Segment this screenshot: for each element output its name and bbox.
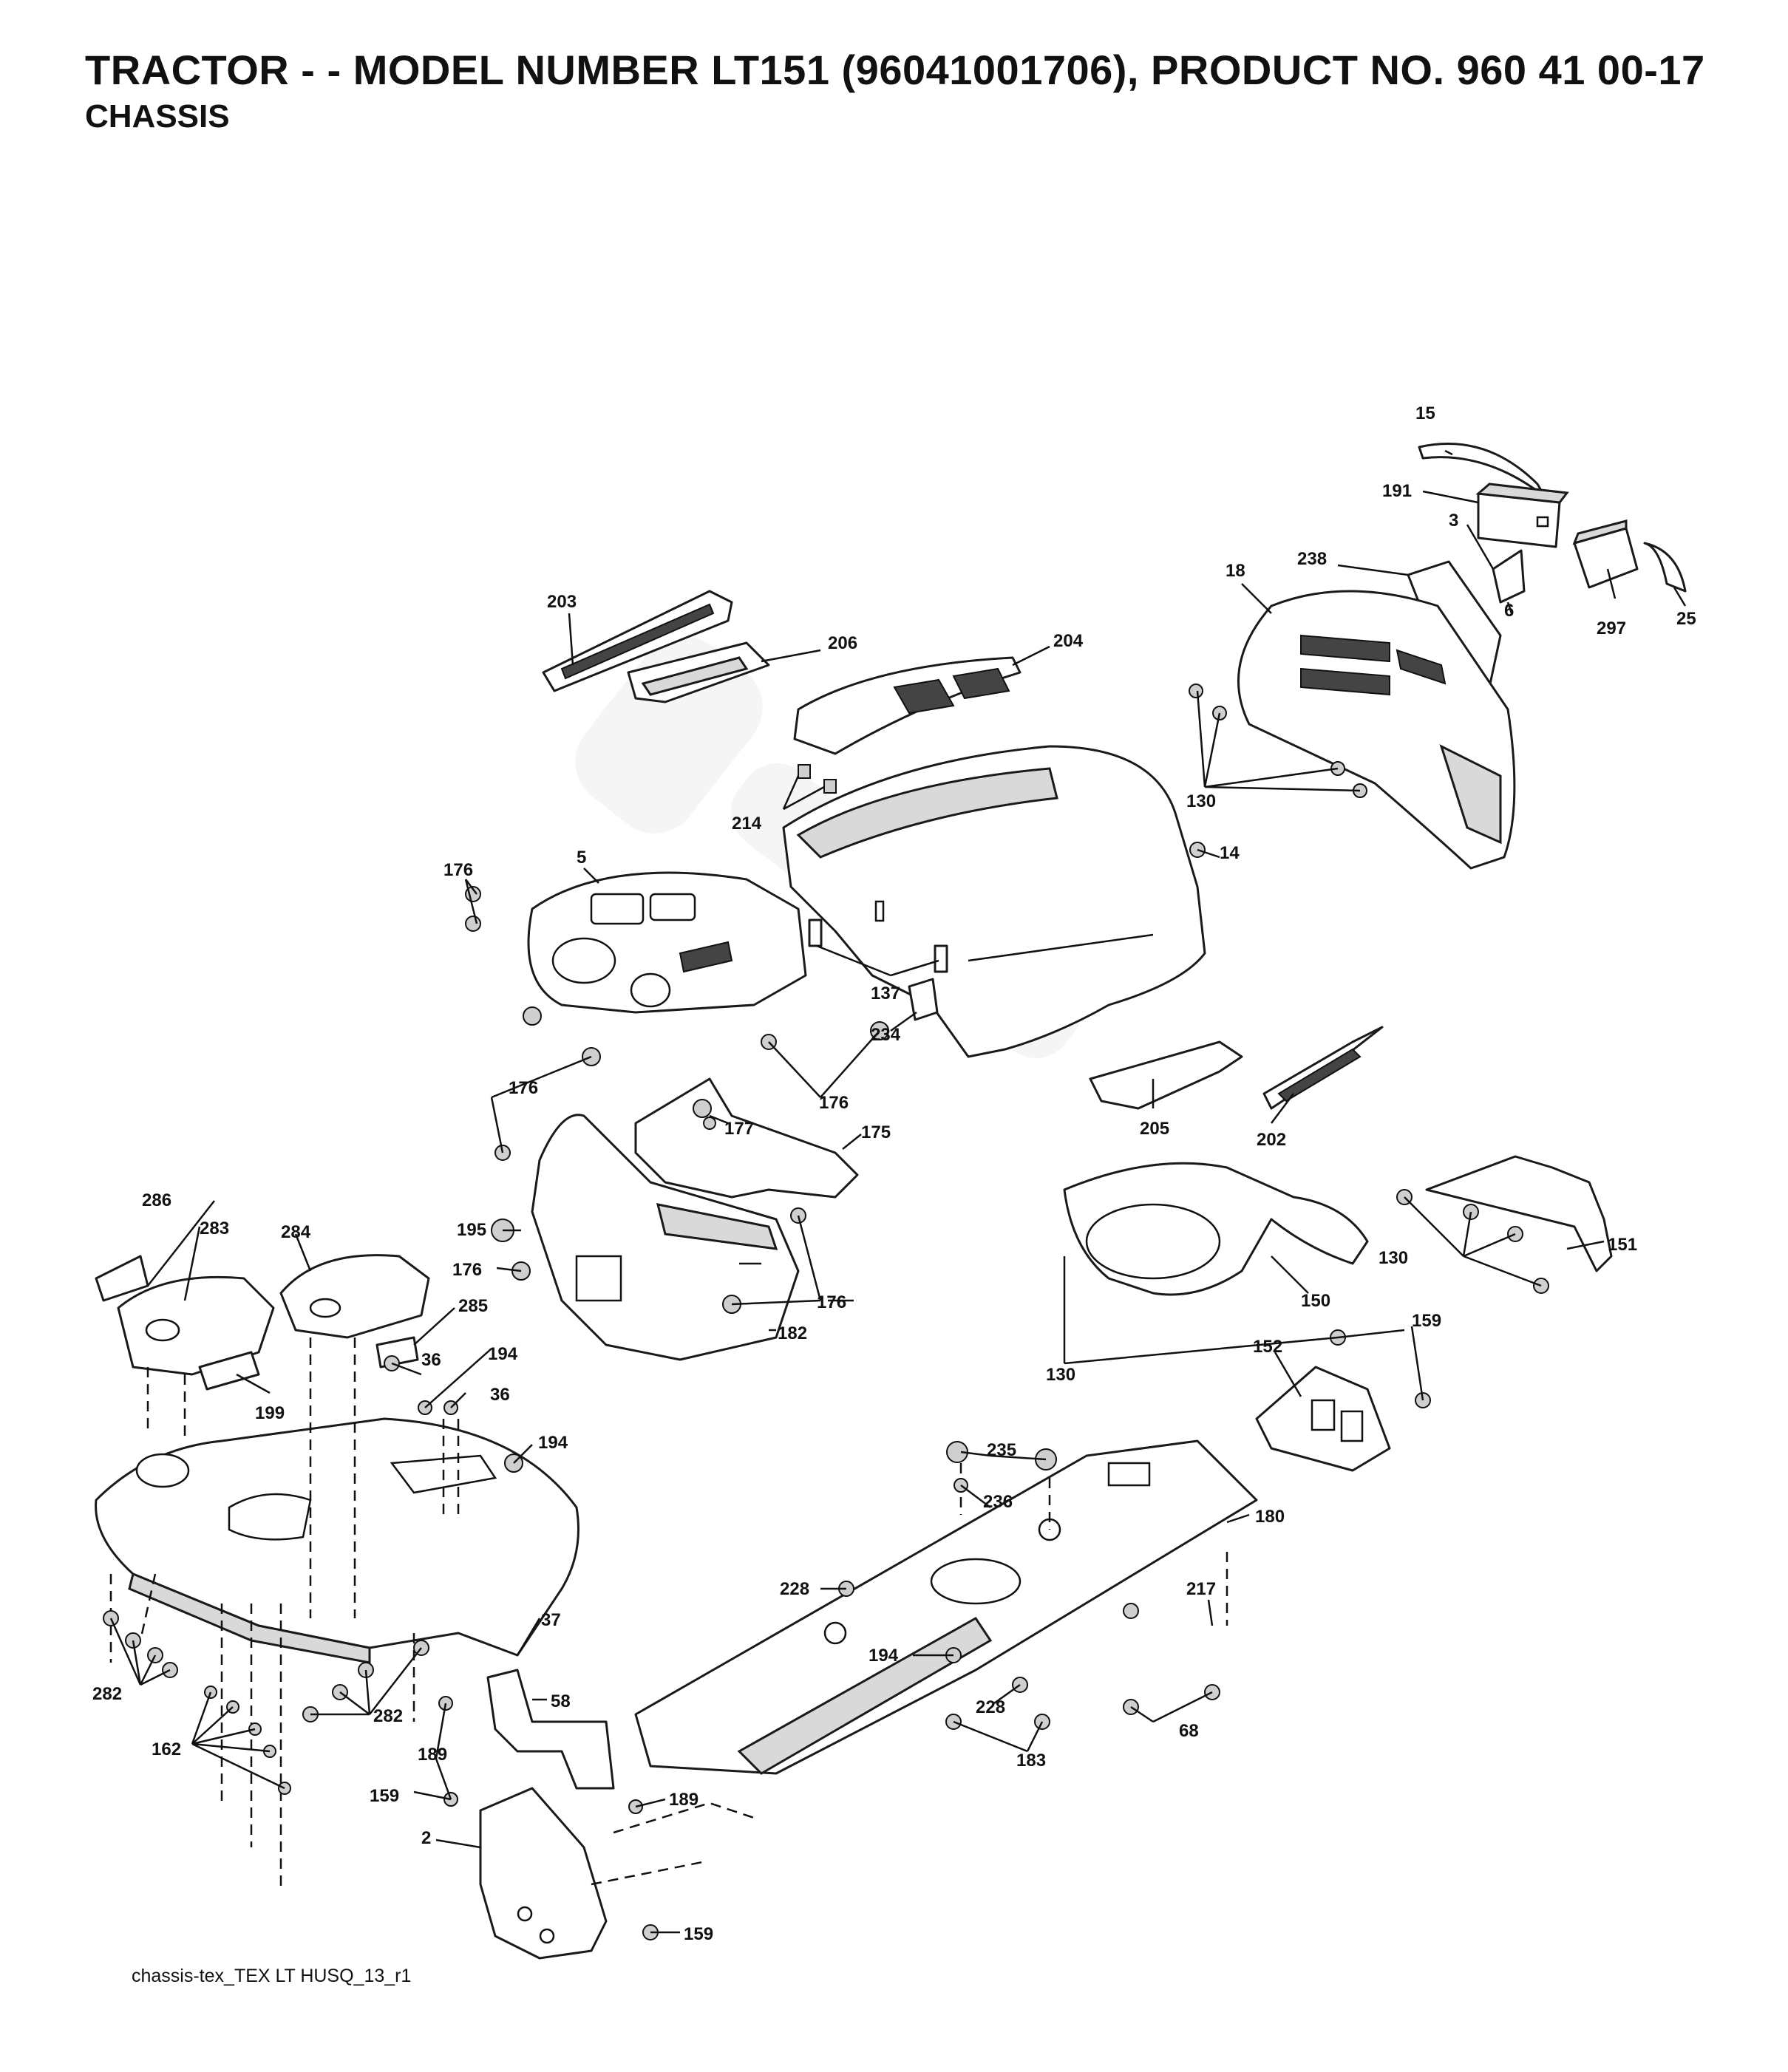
callout-206: 206 [828, 633, 857, 653]
callout-284: 284 [281, 1222, 311, 1242]
callout-159-c: 159 [684, 1924, 713, 1944]
callout-189-a: 189 [418, 1745, 447, 1765]
part-199-plate [198, 1351, 260, 1391]
callout-199: 199 [255, 1403, 285, 1423]
callout-14: 14 [1220, 843, 1240, 863]
part-2-bracket [479, 1787, 608, 1960]
part-37-fender-pan [95, 1417, 579, 1664]
callout-285: 285 [458, 1296, 488, 1316]
callout-2: 2 [421, 1828, 431, 1848]
page-header: TRACTOR - - MODEL NUMBER LT151 (96041001… [85, 46, 1705, 135]
callout-180: 180 [1255, 1507, 1285, 1527]
callout-217: 217 [1186, 1579, 1216, 1599]
part-203-grille-strip [542, 590, 733, 692]
part-5-dash-panel [527, 871, 807, 1014]
callout-238: 238 [1297, 549, 1327, 569]
part-137-flaps [808, 919, 948, 973]
callout-5: 5 [577, 848, 586, 868]
part-297-block [1572, 519, 1639, 589]
part-25-clip [1643, 542, 1687, 593]
callout-37: 37 [541, 1610, 561, 1630]
callout-203: 203 [547, 592, 577, 612]
callout-205: 205 [1140, 1119, 1169, 1139]
part-205-panel [1089, 1040, 1243, 1110]
callout-194-b: 194 [538, 1433, 568, 1453]
callout-130-hood: 130 [1186, 791, 1216, 811]
callout-162: 162 [152, 1739, 181, 1759]
callout-214: 214 [732, 814, 762, 834]
part-18-front-nose [1237, 590, 1516, 870]
part-206-duct [627, 641, 770, 703]
callout-150: 150 [1301, 1291, 1330, 1311]
callout-283: 283 [200, 1219, 229, 1238]
callout-194-c: 194 [868, 1646, 899, 1666]
callout-68-label: 68 [1179, 1721, 1199, 1741]
callout-130-bracket: 130 [1379, 1248, 1408, 1268]
callout-183: 183 [1016, 1751, 1046, 1771]
callout-176-c: 176 [819, 1093, 849, 1113]
callout-235: 235 [987, 1440, 1016, 1460]
part-214-clips [798, 764, 837, 794]
part-234-insert [908, 978, 939, 1021]
callout-labels: 15 191 3 6 297 25 238 18 130 203 206 204… [92, 403, 1696, 1944]
callout-18: 18 [1226, 561, 1245, 581]
callout-130-liner: 130 [1046, 1365, 1075, 1385]
callout-36-a: 36 [421, 1350, 441, 1370]
callout-236: 236 [983, 1492, 1013, 1512]
callout-177: 177 [724, 1119, 754, 1139]
callout-36-b: 36 [490, 1385, 510, 1405]
callout-182: 182 [778, 1323, 807, 1343]
callout-176-e: 176 [817, 1292, 846, 1312]
callout-176-a: 176 [443, 860, 473, 880]
part-202-grille-strip [1262, 1026, 1384, 1110]
part-175-bracket [634, 1077, 859, 1199]
part-283-fender-cap [117, 1275, 275, 1376]
callout-282-b: 282 [373, 1706, 403, 1726]
callout-152: 152 [1253, 1337, 1282, 1357]
leader-lines [109, 449, 1687, 1934]
callout-195: 195 [457, 1220, 486, 1240]
callout-175: 175 [861, 1122, 891, 1142]
callout-282-a: 282 [92, 1684, 122, 1704]
callout-202: 202 [1257, 1130, 1286, 1150]
callout-159-b: 159 [370, 1786, 399, 1806]
callout-297: 297 [1597, 618, 1626, 638]
callout-25: 25 [1676, 609, 1696, 629]
drawing-id: chassis-tex_TEX LT HUSQ_13_r1 [132, 1966, 412, 1986]
part-152-bracket [1255, 1366, 1391, 1472]
page-title: TRACTOR - - MODEL NUMBER LT151 (96041001… [85, 47, 1705, 93]
part-150-fender-liner [1063, 1162, 1369, 1296]
page-subtitle: CHASSIS [85, 98, 230, 134]
callout-6: 6 [1504, 601, 1514, 621]
callout-204: 204 [1053, 631, 1084, 651]
callout-189-b: 189 [669, 1790, 698, 1810]
callout-286: 286 [142, 1190, 171, 1210]
callout-3: 3 [1449, 511, 1458, 531]
callout-137: 137 [871, 984, 900, 1003]
callout-234: 234 [871, 1025, 901, 1045]
part-284-fender-cap [279, 1254, 430, 1339]
callout-176-d: 176 [452, 1260, 482, 1280]
callout-228-b: 228 [976, 1697, 1005, 1717]
part-151-bracket [1425, 1155, 1613, 1272]
part-3-bracket [1492, 549, 1526, 604]
callout-159-a: 159 [1412, 1311, 1441, 1331]
callout-176-b: 176 [509, 1078, 538, 1098]
callout-58: 58 [551, 1691, 571, 1711]
part-58-bracket [486, 1669, 615, 1790]
part-204-hood-vent [793, 656, 1022, 755]
hood-main [782, 745, 1206, 1058]
callout-228-a: 228 [780, 1579, 809, 1599]
callout-15: 15 [1415, 403, 1435, 423]
callout-191: 191 [1382, 481, 1412, 501]
callout-194-a: 194 [488, 1344, 518, 1364]
part-191-block [1475, 483, 1569, 548]
callout-151: 151 [1608, 1235, 1637, 1255]
